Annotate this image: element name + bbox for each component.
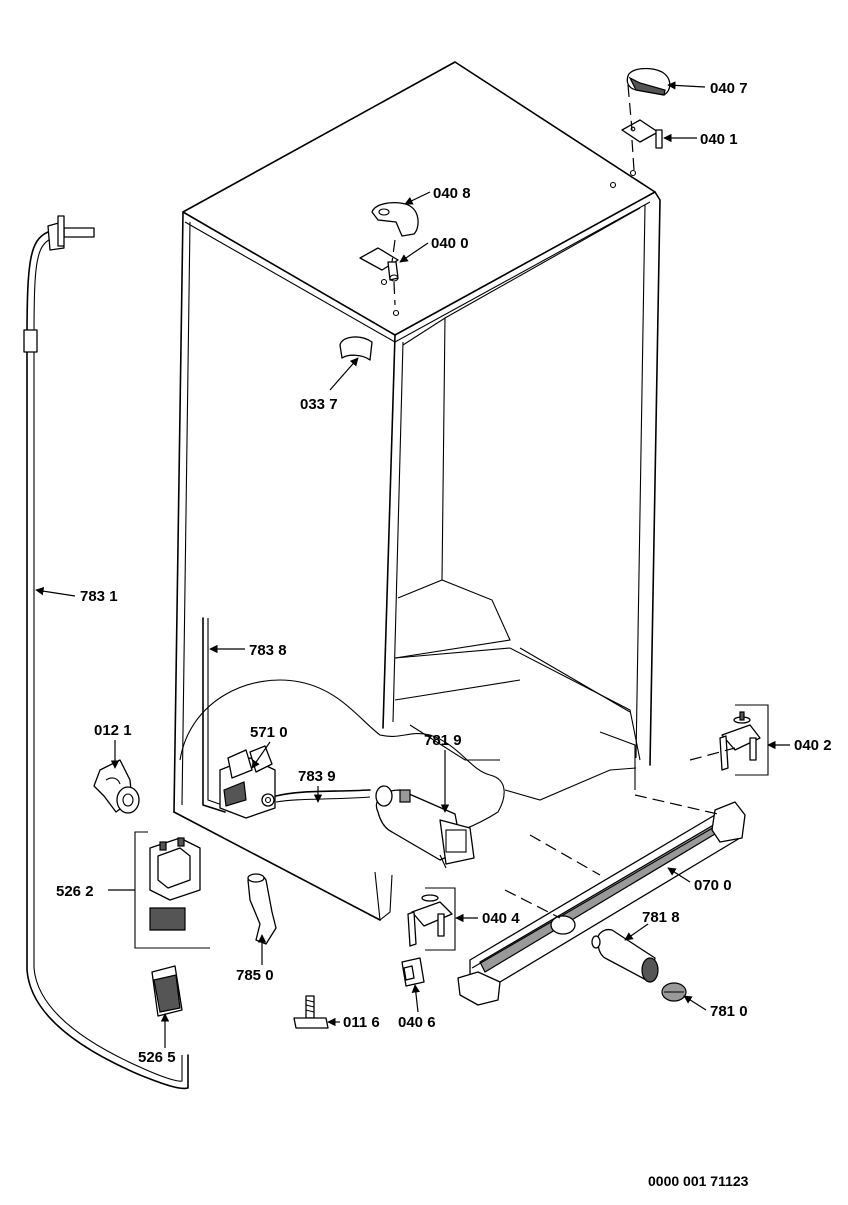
callout-040-7: 040 7 [710, 80, 748, 97]
callout-040-8: 040 8 [433, 185, 471, 202]
callout-571-0: 571 0 [250, 724, 288, 741]
drawing-number: 0000 001 71123 [648, 1173, 749, 1189]
assembly-lines [391, 84, 736, 919]
callout-781-9: 781 9 [424, 732, 462, 749]
callout-070-0: 070 0 [694, 877, 732, 894]
callout-781-8: 781 8 [642, 909, 680, 926]
clip-part [339, 336, 373, 361]
callout-labels: 040 7 040 1 040 8 040 0 033 7 783 1 783 … [56, 80, 832, 1066]
control-box-group [134, 831, 210, 949]
hinge-cover-part [371, 201, 419, 237]
kick-plate-part [457, 801, 746, 1006]
hinge-bracket-part [359, 247, 399, 282]
lower-hinge-right [719, 704, 769, 776]
callout-526-2: 526 2 [56, 883, 94, 900]
callout-040-4: 040 4 [482, 910, 520, 927]
water-valve-part [219, 745, 276, 819]
callout-012-1: 012 1 [94, 722, 132, 739]
callout-040-6: 040 6 [398, 1014, 436, 1031]
callout-783-1: 783 1 [80, 588, 118, 605]
callout-526-5: 526 5 [138, 1049, 176, 1066]
cabinet-body [173, 61, 661, 922]
water-filter-part [591, 928, 659, 983]
callout-040-0: 040 0 [431, 235, 469, 252]
cap-part [626, 67, 671, 96]
hinge-pin-part [621, 119, 663, 149]
callout-033-7: 033 7 [300, 396, 338, 413]
leveling-foot-part [293, 995, 329, 1029]
callout-011-6: 011 6 [343, 1014, 380, 1031]
callout-783-9: 783 9 [298, 768, 336, 785]
cover-plate-part [151, 965, 183, 1017]
tube-small [202, 617, 226, 813]
callout-783-8: 783 8 [249, 642, 287, 659]
callout-040-1: 040 1 [700, 131, 738, 148]
callout-040-2: 040 2 [794, 737, 832, 754]
tube-valve-filter [275, 789, 371, 803]
drain-hose-part [247, 873, 277, 945]
water-tube-long [23, 215, 189, 1090]
lower-hinge-left [407, 887, 456, 951]
roller-wheel-part [93, 759, 140, 814]
bracket-part [401, 957, 425, 987]
callout-785-0: 785 0 [236, 967, 274, 984]
filter-cap-part [661, 982, 687, 1002]
wiring-harness-outline [179, 679, 505, 846]
leader-lines [35, 81, 790, 1048]
filter-housing-part [375, 785, 475, 869]
callout-781-0: 781 0 [710, 1003, 748, 1020]
